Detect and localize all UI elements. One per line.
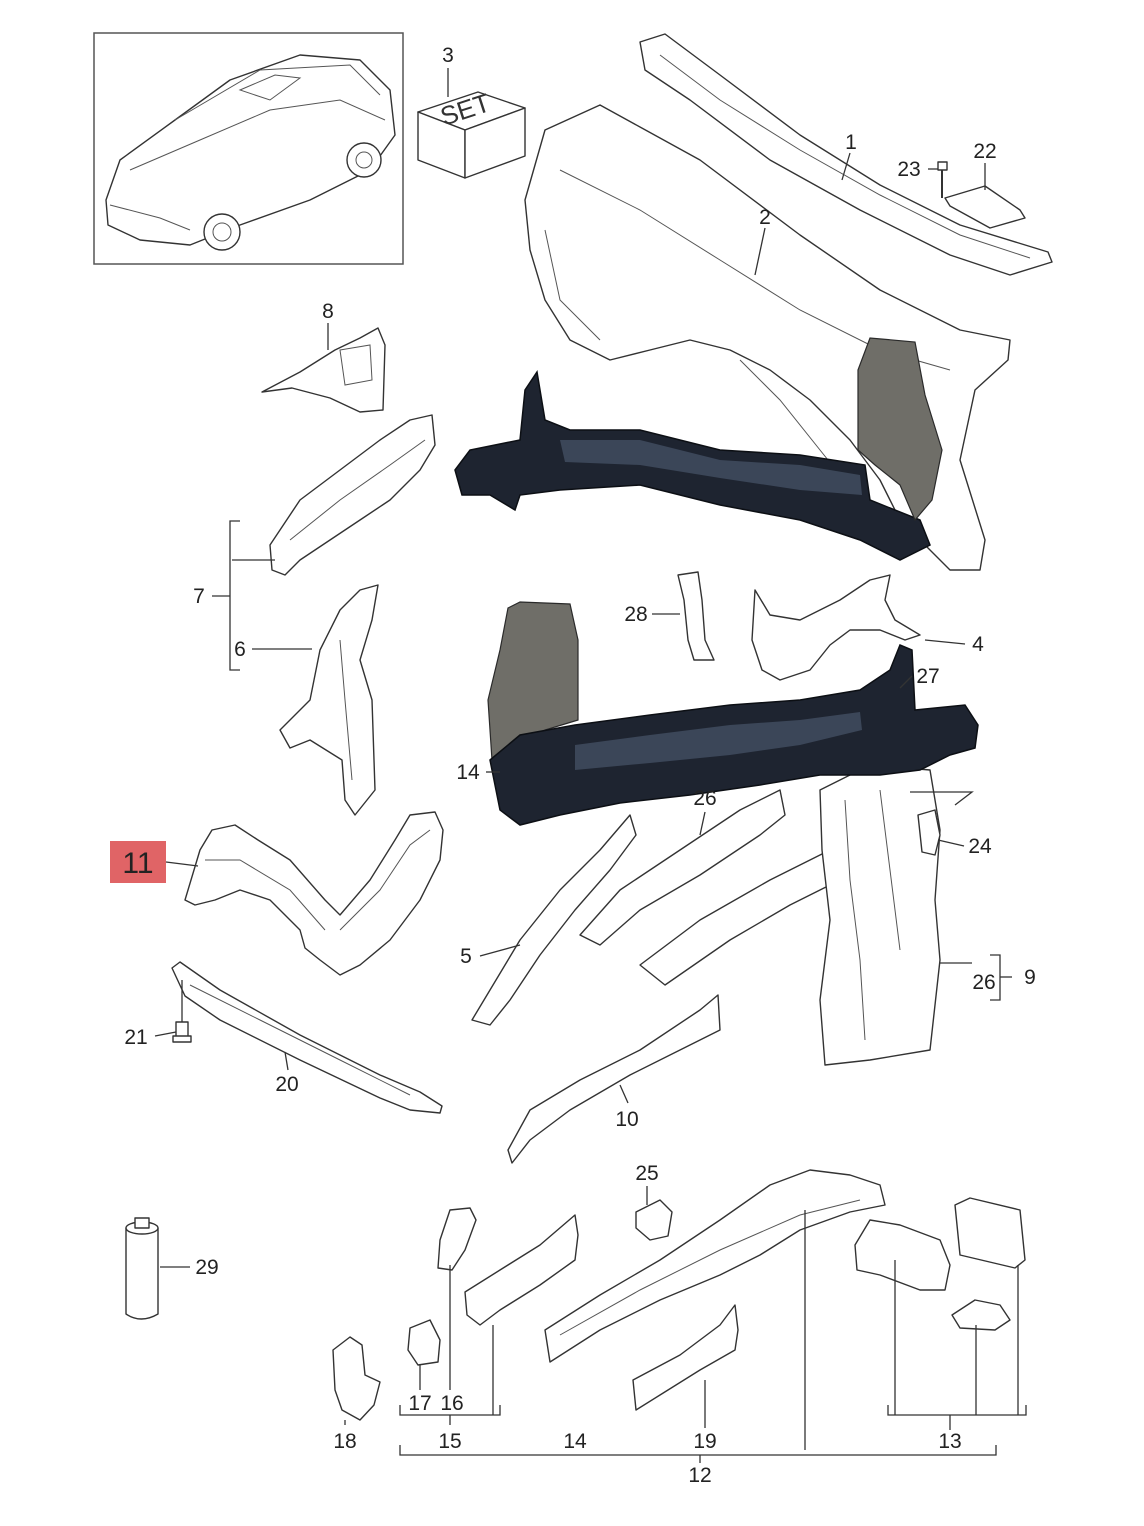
callout-17: 17 bbox=[408, 1392, 431, 1415]
part-18-bracket bbox=[332, 1336, 381, 1421]
part-14-longitudinal bbox=[544, 1169, 886, 1363]
vehicle-thumbnail bbox=[93, 32, 404, 265]
callout-24: 24 bbox=[968, 835, 992, 858]
callout-1: 1 bbox=[845, 131, 857, 154]
callout-26-lower: 26 bbox=[972, 971, 995, 994]
callout-23: 23 bbox=[897, 158, 920, 181]
part-21-bolt bbox=[172, 1021, 192, 1043]
callout-6: 6 bbox=[234, 638, 246, 661]
callout-12: 12 bbox=[688, 1464, 711, 1487]
part-24-clip bbox=[917, 809, 941, 856]
part-19-panel bbox=[632, 1304, 739, 1411]
callout-28: 28 bbox=[624, 603, 647, 626]
part-10-rail bbox=[507, 994, 721, 1164]
callout-25: 25 bbox=[635, 1162, 658, 1185]
callout-11: 11 bbox=[122, 847, 153, 880]
callout-16: 16 bbox=[440, 1392, 463, 1415]
part-28-bracket bbox=[677, 571, 715, 661]
part-6-side-rail bbox=[279, 584, 379, 816]
part-16-bracket bbox=[437, 1207, 477, 1271]
part-26-inner-panel bbox=[579, 789, 841, 986]
callout-14-upper: 14 bbox=[456, 761, 480, 784]
callout-26-upper: 26 bbox=[693, 787, 716, 810]
callout-8: 8 bbox=[322, 300, 334, 323]
part-23-bolt bbox=[937, 161, 948, 198]
callout-22: 22 bbox=[973, 140, 996, 163]
callout-10: 10 bbox=[615, 1108, 638, 1131]
part-20-cross-member bbox=[171, 961, 443, 1114]
callout-15: 15 bbox=[438, 1430, 461, 1453]
callout-7: 7 bbox=[193, 585, 205, 608]
callout-14-lower: 14 bbox=[563, 1430, 587, 1453]
callout-20: 20 bbox=[275, 1073, 298, 1096]
callout-5: 5 bbox=[460, 945, 472, 968]
callout-21: 21 bbox=[124, 1026, 147, 1049]
part-1-cowl-panel bbox=[639, 33, 1053, 276]
part-9-side-structure bbox=[819, 764, 941, 1066]
set-box: SET bbox=[417, 87, 526, 179]
callout-18: 18 bbox=[333, 1430, 356, 1453]
callout-27: 27 bbox=[916, 665, 939, 688]
front-crossmember-bottom bbox=[487, 601, 979, 826]
callout-19: 19 bbox=[693, 1430, 716, 1453]
part-4-bracket bbox=[751, 574, 921, 681]
callout-29: 29 bbox=[195, 1256, 218, 1279]
part-22-bracket bbox=[944, 185, 1026, 229]
part-13-assembly bbox=[854, 1197, 1026, 1331]
callout-13: 13 bbox=[938, 1430, 961, 1453]
leader-lines bbox=[154, 68, 1027, 1463]
part-5-arch bbox=[471, 814, 637, 1026]
callout-3: 3 bbox=[442, 44, 454, 67]
callout-9: 9 bbox=[1024, 966, 1036, 989]
part-11-longitudinal-member bbox=[184, 811, 444, 976]
part-29-cylinder bbox=[125, 1217, 159, 1320]
part-7-upper-rail bbox=[269, 414, 436, 576]
callout-4: 4 bbox=[972, 633, 984, 656]
part-17-plate bbox=[407, 1319, 441, 1366]
part-15-member bbox=[464, 1214, 579, 1326]
part-8-bracket bbox=[261, 327, 386, 413]
part-25-bracket bbox=[635, 1199, 673, 1241]
front-crossmember-top bbox=[454, 337, 943, 561]
callout-2: 2 bbox=[759, 206, 771, 229]
callout-11-highlight bbox=[110, 841, 166, 883]
